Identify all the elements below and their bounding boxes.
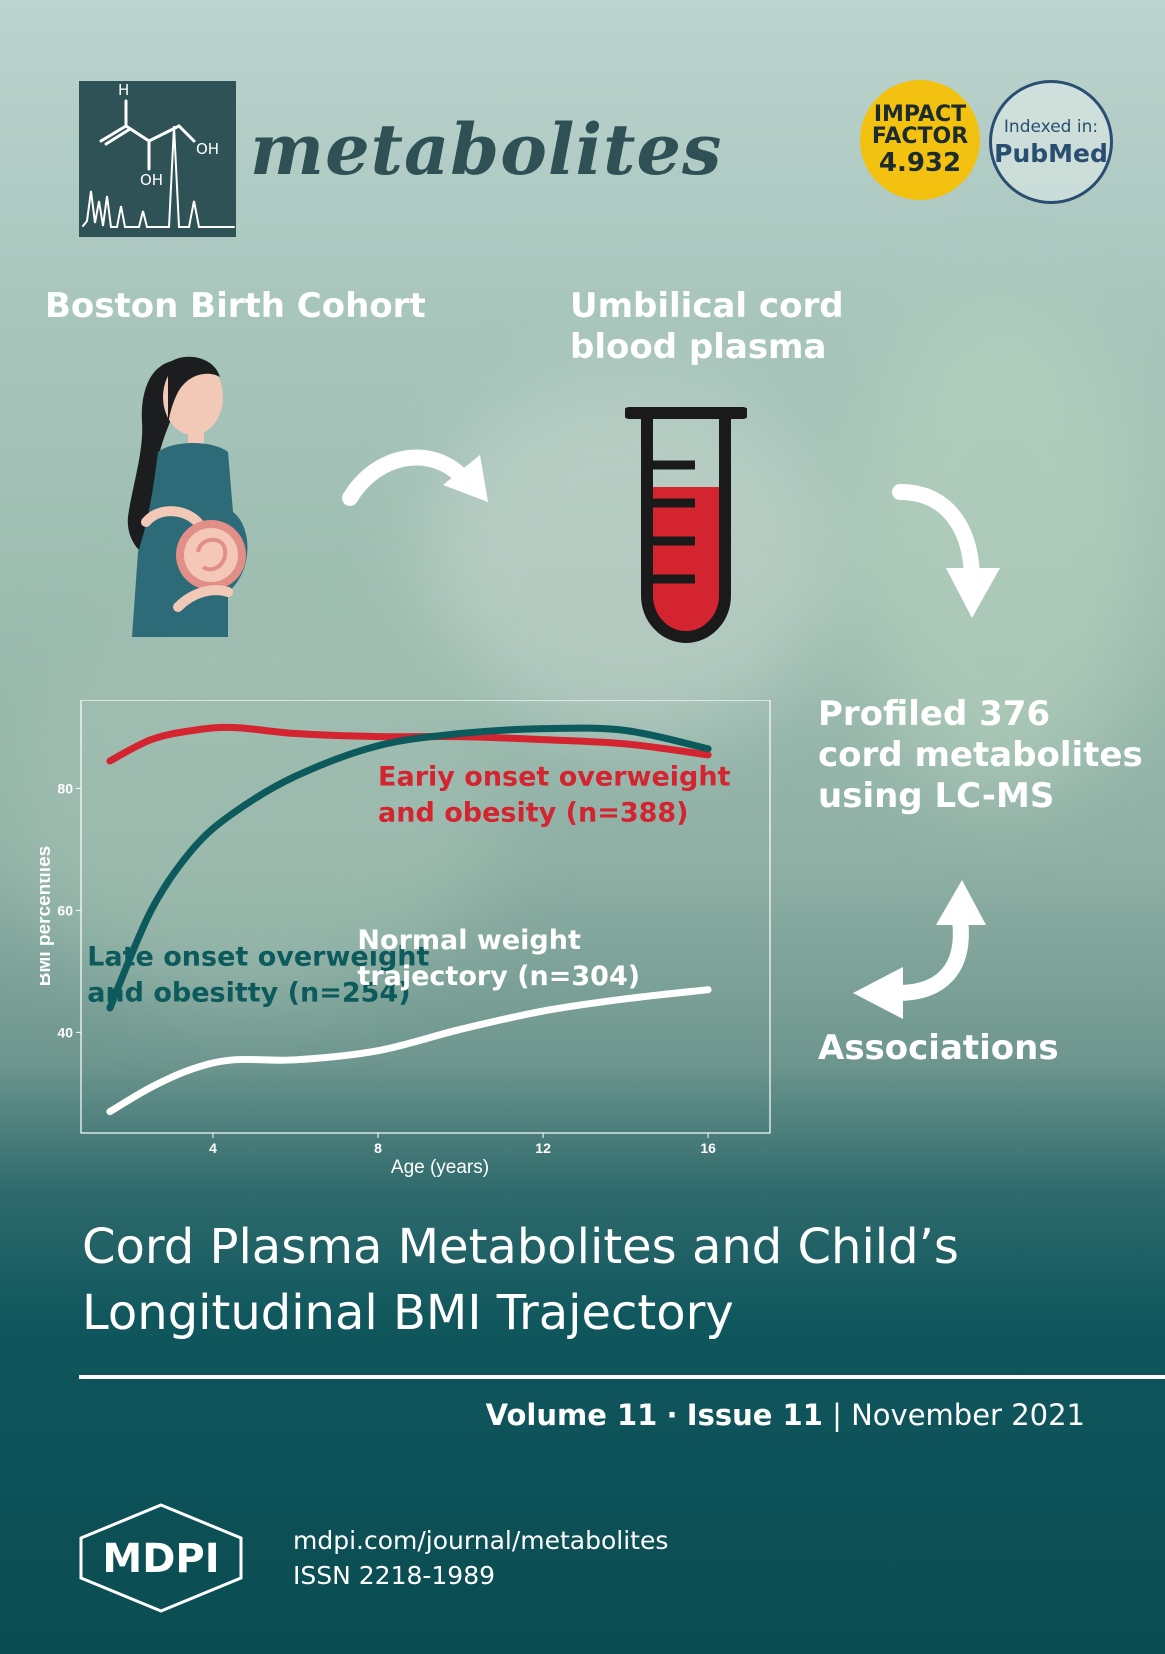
series-line-early-onset xyxy=(106,723,712,765)
series-label-early-onset: and obesity (n=388) xyxy=(378,797,688,828)
profiled-label-line3: using LC-MS xyxy=(818,775,1055,816)
article-title: Cord Plasma Metabolites and Child’s Long… xyxy=(82,1215,1082,1347)
cohort-label: Boston Birth Cohort xyxy=(45,286,426,326)
mdpi-logo: MDPI xyxy=(79,1503,243,1613)
volume-label: Volume 11 xyxy=(485,1398,658,1432)
y-tick-label: 80 xyxy=(57,780,73,796)
pregnant-woman-icon xyxy=(127,356,248,637)
y-tick-label: 60 xyxy=(57,902,73,918)
curved-arrow-right-icon xyxy=(342,449,488,506)
logo-label-h: H xyxy=(118,81,129,99)
x-tick-label: 16 xyxy=(700,1140,716,1156)
profiled-label-line1: Profiled 376 xyxy=(818,694,1051,734)
series-line-late-onset xyxy=(106,724,712,1012)
profiled-label: Profiled 376 cord metabolites using LC-M… xyxy=(818,694,1143,816)
chart-canvas: 4 8 12 16 40 60 80 Eariy onset overweight and o… xyxy=(34,699,771,1178)
impact-factor-badge: IMPACT FACTOR 4.932 xyxy=(860,80,980,200)
article-title-line1: Cord Plasma Metabolites and Child’s xyxy=(82,1219,959,1275)
logo-label-oh: OH xyxy=(196,140,219,158)
journal-url[interactable]: mdpi.com/journal/metabolites xyxy=(293,1526,669,1555)
article-title-line2: Longitudinal BMI Trajectory xyxy=(82,1284,734,1341)
pubmed-line2: PubMed xyxy=(994,138,1108,168)
sample-label-line1: Umbilical cord xyxy=(570,286,844,326)
series-label-late-onset: Late onset overweight xyxy=(87,941,429,972)
profiled-label-line2: cord metabolites xyxy=(818,734,1143,775)
series-line-normal-weight xyxy=(106,986,712,1116)
double-curved-arrow-icon xyxy=(853,880,986,1019)
date-separator: | xyxy=(832,1398,842,1432)
impact-factor-value: 4.932 xyxy=(878,148,962,178)
curved-arrow-down-icon xyxy=(892,484,1000,618)
issue-separator: · xyxy=(666,1398,678,1432)
bmi-trajectory-chart: 4 8 12 16 40 60 80 Eariy onset overweight and o… xyxy=(34,699,810,1180)
publisher-info: mdpi.com/journal/metabolites ISSN 2218-1… xyxy=(293,1524,668,1593)
logo-label-oh: OH xyxy=(140,171,163,189)
series-label-late-onset: and obesitty (n=254) xyxy=(87,977,410,1008)
plot-frame xyxy=(80,699,771,1134)
impact-factor-line1: IMPACT xyxy=(873,102,967,127)
sample-label: Umbilical cord blood plasma xyxy=(570,286,844,368)
x-tick-label: 8 xyxy=(374,1140,382,1156)
y-tick-label: 40 xyxy=(57,1024,73,1040)
x-axis-label: Age (years) xyxy=(391,1157,489,1178)
x-tick-label: 12 xyxy=(535,1140,551,1156)
series-label-normal-weight: Normal weight xyxy=(357,925,581,956)
issue-label: Issue 11 xyxy=(686,1398,823,1432)
issn: ISSN 2218-1989 xyxy=(293,1560,496,1590)
impact-factor-line2: FACTOR xyxy=(871,124,969,149)
journal-logo: H OH OH xyxy=(79,81,236,237)
background-haze xyxy=(420,380,840,740)
test-tube-icon xyxy=(625,407,747,643)
background-haze xyxy=(850,300,1150,800)
mdpi-logo-text: MDPI xyxy=(102,1536,219,1582)
issue-date: November 2021 xyxy=(851,1398,1085,1432)
sample-label-line2: blood plasma xyxy=(570,326,827,367)
divider xyxy=(79,1375,1165,1379)
pubmed-badge: Indexed in: PubMed xyxy=(989,80,1113,204)
associations-label: Associations xyxy=(818,1028,1059,1068)
pubmed-line1: Indexed in: xyxy=(1003,116,1099,137)
y-axis-label: BMI percentiles xyxy=(40,846,55,986)
series-label-early-onset: Eariy onset overweight xyxy=(378,761,731,792)
x-tick-label: 4 xyxy=(209,1140,217,1156)
molecule-spectrum-icon: H OH OH xyxy=(82,81,235,228)
series-label-normal-weight: trajectory (n=304) xyxy=(357,961,640,992)
issue-info: Volume 11 · Issue 11 | November 2021 xyxy=(486,1398,1085,1432)
journal-wordmark: metabolites xyxy=(250,108,723,191)
